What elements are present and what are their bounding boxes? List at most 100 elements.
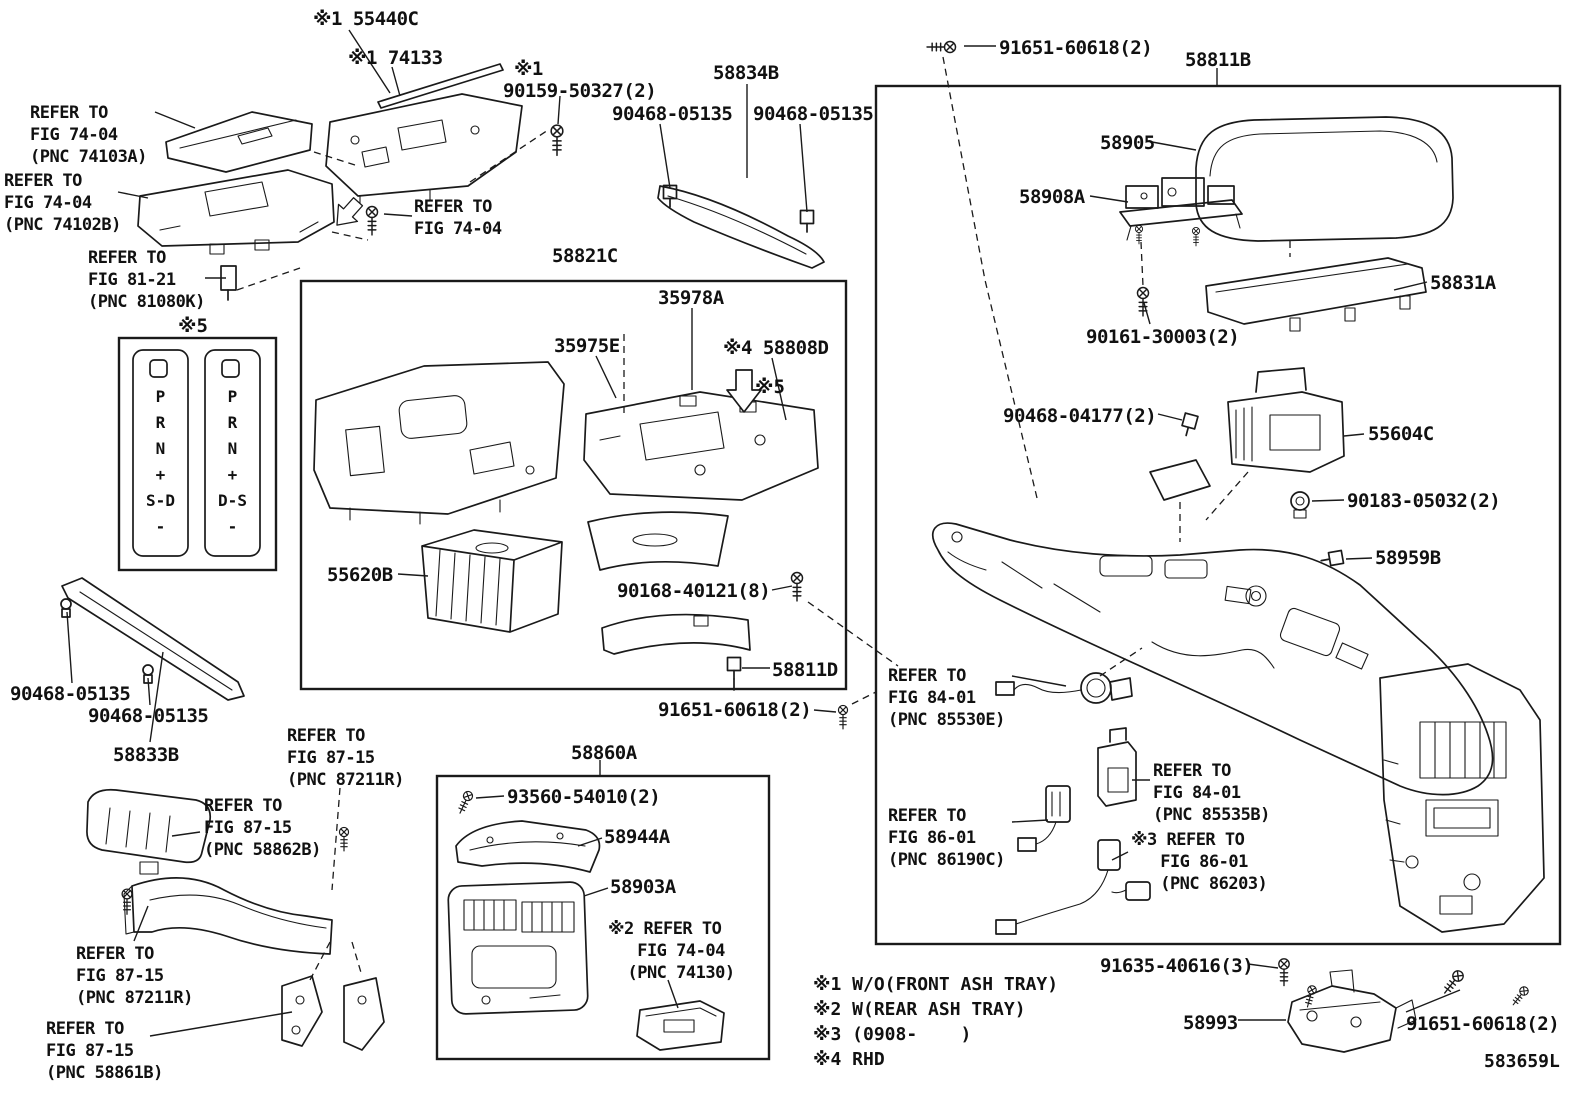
shift-letter: P	[227, 387, 238, 406]
tray-panel-58831a-drawing	[1205, 257, 1427, 332]
detail-box-shift-indicator	[117, 336, 278, 572]
ref-label-pnc-74102b: REFER TO FIG 74-04 (PNC 74102B)	[4, 171, 121, 235]
ref-label-pnc-74103a: REFER TO FIG 74-04 (PNC 74103A)	[30, 103, 147, 167]
part-label-90161-30003[interactable]: 90161-30003(2)	[1086, 326, 1240, 348]
part-label-58944a[interactable]: 58944A	[604, 826, 670, 848]
part-label-58905[interactable]: 58905	[1100, 132, 1155, 154]
shift-letter: +	[155, 465, 166, 484]
shift-letter: R	[227, 413, 238, 432]
part-label-90468-05135-c[interactable]: 90468-05135	[10, 683, 131, 705]
marker-note-5-a: ※5	[178, 315, 208, 337]
part-label-58811b[interactable]: 58811B	[1185, 49, 1251, 71]
ref-label-pnc-87211r-b: REFER TO FIG 87-15 (PNC 87211R)	[76, 944, 193, 1008]
bracket-58993-drawing	[1287, 969, 1417, 1053]
box-55604c-drawing	[1227, 367, 1345, 473]
part-label-90468-05135-a[interactable]: 90468-05135	[612, 103, 733, 125]
part-label-55604c[interactable]: 55604C	[1368, 423, 1434, 445]
part-label-90468-04177[interactable]: 90468-04177(2)	[1003, 405, 1157, 427]
detail-box-58860a	[435, 774, 771, 1061]
cigar-lighter-85530e-drawing	[995, 672, 1133, 704]
detail-box-58811b	[874, 84, 1562, 946]
part-label-91635-40616[interactable]: 91635-40616(3)	[1100, 955, 1254, 977]
part-label-93560-54010[interactable]: 93560-54010(2)	[507, 786, 661, 808]
shift-letter: P	[155, 387, 166, 406]
part-label-58833b[interactable]: 58833B	[113, 744, 179, 766]
connector-86190c-drawing	[1017, 785, 1071, 852]
part-label-91651-60618-top[interactable]: 91651-60618(2)	[999, 37, 1153, 59]
shift-panel-58821c-drawing	[313, 361, 565, 525]
grommet-90183-drawing	[1290, 491, 1310, 519]
legend-note-4: ※4 RHD	[813, 1049, 885, 1070]
shift-letter: S-D	[146, 491, 175, 510]
part-label-91651-60618-bottom[interactable]: 91651-60618(2)	[1406, 1013, 1560, 1035]
console-tray-74102b-drawing	[137, 169, 335, 255]
shift-letter: -	[155, 517, 166, 536]
console-body-drawing	[932, 522, 1494, 796]
part-label-58860a[interactable]: 58860A	[571, 742, 637, 764]
part-label-58993[interactable]: 58993	[1183, 1012, 1238, 1034]
part-label-90183-05032[interactable]: 90183-05032(2)	[1347, 490, 1501, 512]
detail-box-58821c	[299, 279, 848, 691]
armrest-58905-drawing	[1195, 116, 1454, 242]
legend-note-2: ※2 W(REAR ASH TRAY)	[813, 999, 1026, 1020]
lid-58944a-drawing	[455, 820, 601, 873]
dashed-guide-lines	[236, 56, 1291, 981]
legend-notes: ※1 W/O(FRONT ASH TRAY) ※2 W(REAR ASH TRAY…	[813, 972, 1058, 1072]
rear-panel-58903a-drawing	[447, 881, 589, 1015]
part-label-90468-05135-b[interactable]: 90468-05135	[753, 103, 874, 125]
shift-indicator-plates	[132, 349, 261, 557]
part-label-58808d[interactable]: ※4 58808D	[723, 337, 829, 359]
part-label-58908a[interactable]: 58908A	[1019, 186, 1085, 208]
ref-label-pnc-85530e: REFER TO FIG 84-01 (PNC 85530E)	[888, 666, 1005, 730]
hinge-58908a-drawing	[1119, 177, 1243, 241]
ref-label-pnc-85535b: REFER TO FIG 84-01 (PNC 85535B)	[1153, 761, 1270, 825]
duct-brackets-58861b-drawing	[281, 975, 385, 1051]
part-label-58821c[interactable]: 58821C	[552, 245, 618, 267]
legend-note-1: ※1 W/O(FRONT ASH TRAY)	[813, 974, 1059, 995]
part-label-58903a[interactable]: 58903A	[610, 876, 676, 898]
shift-letter: +	[227, 465, 238, 484]
part-label-55620b[interactable]: 55620B	[327, 564, 393, 586]
part-label-91651-60618-mid[interactable]: 91651-60618(2)	[658, 699, 812, 721]
bracket-strip-drawing	[601, 613, 751, 655]
part-label-90468-05135-d[interactable]: 90468-05135	[88, 705, 209, 727]
marker-note-5-b: ※5	[755, 376, 785, 398]
part-label-58831a[interactable]: 58831A	[1430, 272, 1496, 294]
ref-label-pnc-58862b: REFER TO FIG 87-15 (PNC 58862B)	[204, 796, 321, 860]
diagram-code: 583659L	[1484, 1051, 1560, 1072]
ref-label-pnc-86203: ※3 REFER TO FIG 86-01 (PNC 86203)	[1131, 830, 1268, 894]
harness-86203-drawing	[995, 839, 1151, 935]
part-label-74133[interactable]: ※1 74133	[348, 47, 443, 69]
cupholder-55620b-drawing	[421, 529, 563, 633]
sheet-90168-drawing	[587, 511, 729, 571]
legend-note-3: ※3 (0908- )	[813, 1024, 972, 1045]
shift-letter: N	[155, 439, 166, 458]
part-label-58811d[interactable]: 58811D	[772, 659, 838, 681]
ref-label-pnc-87211r-a: REFER TO FIG 87-15 (PNC 87211R)	[287, 726, 404, 790]
ref-label-pnc-74130: ※2 REFER TO FIG 74-04 (PNC 74130)	[608, 919, 735, 983]
part-label-58959b[interactable]: 58959B	[1375, 547, 1441, 569]
ref-label-pnc-81080k: REFER TO FIG 81-21 (PNC 81080K)	[88, 248, 205, 312]
shift-letter: -	[227, 517, 238, 536]
ref-label-fig-74-04: REFER TO FIG 74-04	[414, 197, 502, 239]
part-label-90168-40121[interactable]: 90168-40121(8)	[617, 580, 771, 602]
part-label-35978a[interactable]: 35978A	[658, 287, 724, 309]
part-label-90159-50327[interactable]: ※1 90159-50327(2)	[503, 58, 657, 102]
bracket-mid-drawing	[1149, 459, 1211, 501]
fasteners	[121, 40, 1531, 1009]
garnish-58834b-drawing	[657, 184, 825, 269]
part-label-58834b[interactable]: 58834B	[713, 62, 779, 84]
clip-58811d-drawing	[726, 656, 742, 691]
part-label-35975e[interactable]: 35975E	[554, 335, 620, 357]
trim-strip-58833b-drawing	[60, 577, 245, 701]
part-label-55440c[interactable]: ※1 55440C	[313, 8, 419, 30]
duct-87211r-drawing	[123, 877, 333, 955]
vent-bezel-58862b-drawing	[86, 788, 212, 875]
part-81080k-drawing	[220, 265, 237, 301]
console-lid-74103a-drawing	[165, 111, 313, 173]
ash-tray-74130-drawing	[636, 1000, 725, 1051]
